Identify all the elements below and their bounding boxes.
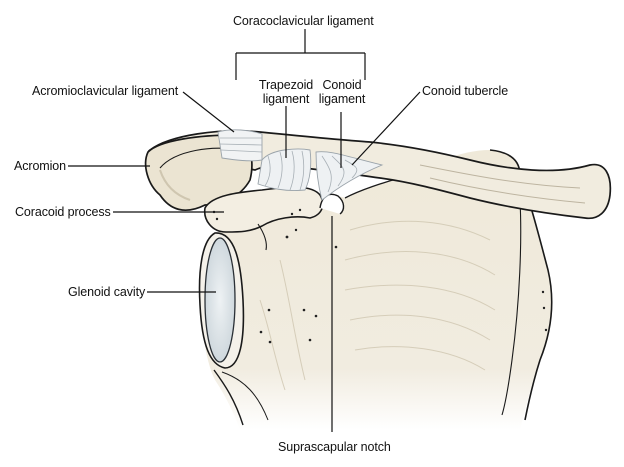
label-coracoid-process: Coracoid process	[15, 205, 111, 219]
label-acromion: Acromion	[14, 159, 66, 173]
trapezoid-ligament-shape	[257, 148, 312, 191]
label-conoid-tubercle: Conoid tubercle	[422, 84, 509, 98]
clavicle	[147, 130, 612, 220]
label-trapezoid-line2: ligament	[262, 92, 310, 106]
label-trapezoid-line1: Trapezoid	[258, 78, 314, 92]
label-acromioclavicular-ligament: Acromioclavicular ligament	[32, 84, 179, 98]
label-coracoclavicular-ligament: Coracoclavicular ligament	[233, 14, 374, 28]
label-glenoid-cavity: Glenoid cavity	[68, 285, 146, 299]
label-suprascapular-notch: Suprascapular notch	[278, 440, 391, 454]
glenoid-cavity	[198, 232, 245, 369]
label-trapezoid-ligament: Trapezoid ligament	[238, 78, 334, 106]
label-conoid-ligament: Conoid ligament	[310, 78, 374, 106]
coracoid-process	[203, 186, 324, 251]
conoid-ligament-shape	[315, 151, 384, 201]
leader-lines	[68, 29, 421, 432]
label-conoid-line1: Conoid	[322, 78, 362, 92]
label-conoid-line2: ligament	[318, 92, 366, 106]
scapula	[200, 149, 553, 430]
acromioclavicular-ligament-shape	[217, 129, 263, 162]
